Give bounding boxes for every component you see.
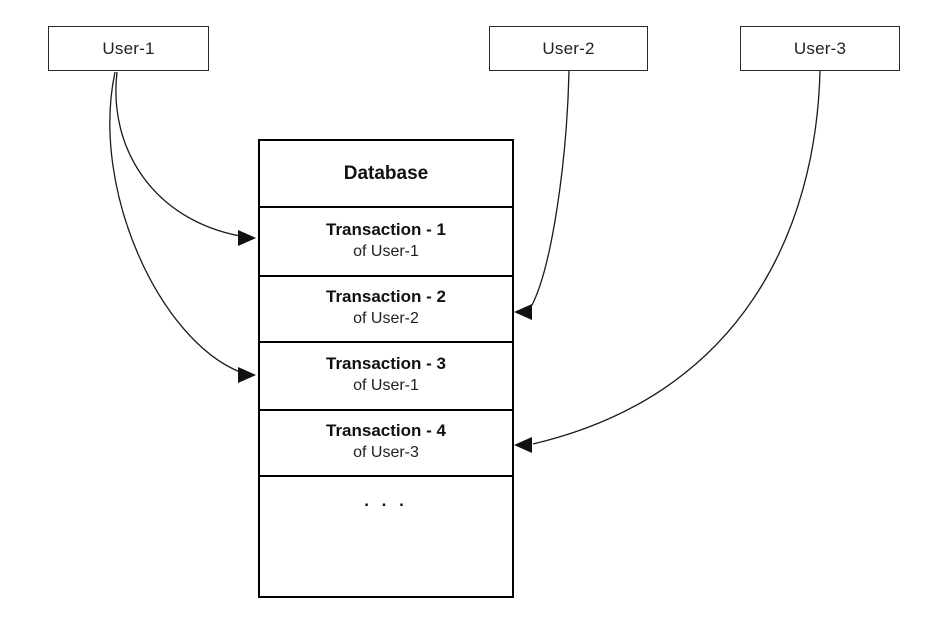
transaction-row-1-subtitle: of User-1: [353, 242, 419, 260]
transaction-row-2-title: Transaction - 2: [326, 287, 446, 307]
transaction-row-4: Transaction - 4 of User-3: [260, 411, 512, 477]
transaction-row-3: Transaction - 3 of User-1: [260, 343, 512, 411]
arrow-user1-to-transaction1: [115, 71, 241, 237]
arrow-user2-to-transaction2: [530, 70, 570, 308]
transaction-row-3-title: Transaction - 3: [326, 354, 446, 374]
user-box-3: User-3: [740, 26, 900, 71]
arrow-user1-to-transaction3: [109, 71, 241, 373]
transaction-row-4-title: Transaction - 4: [326, 421, 446, 441]
user-label-1: User-1: [102, 38, 155, 58]
user-box-2: User-2: [489, 26, 648, 71]
database-title: Database: [343, 162, 429, 184]
transaction-row-2-subtitle: of User-2: [353, 310, 419, 328]
transaction-row-4-subtitle: of User-3: [353, 444, 419, 462]
arrowhead-user2-to-transaction2: [514, 304, 532, 320]
ellipsis-row: . . .: [260, 477, 512, 596]
arrow-user3-to-transaction4: [532, 70, 821, 445]
database-table: Database Transaction - 1 of User-1 Trans…: [258, 139, 514, 598]
arrowhead-user1-to-transaction3: [238, 367, 256, 383]
arrowhead-user3-to-transaction4: [514, 437, 532, 453]
ellipsis-text: . . .: [364, 491, 408, 510]
transaction-row-1-title: Transaction - 1: [326, 219, 446, 239]
transaction-row-1: Transaction - 1 of User-1: [260, 208, 512, 277]
arrowhead-user1-to-transaction1: [238, 230, 256, 246]
transaction-row-2: Transaction - 2 of User-2: [260, 277, 512, 343]
user-label-3: User-3: [793, 38, 847, 58]
user-box-1: User-1: [48, 26, 209, 71]
database-table-header: Database: [260, 141, 512, 208]
user-label-2: User-2: [542, 38, 595, 58]
transaction-row-3-subtitle: of User-1: [353, 377, 419, 395]
